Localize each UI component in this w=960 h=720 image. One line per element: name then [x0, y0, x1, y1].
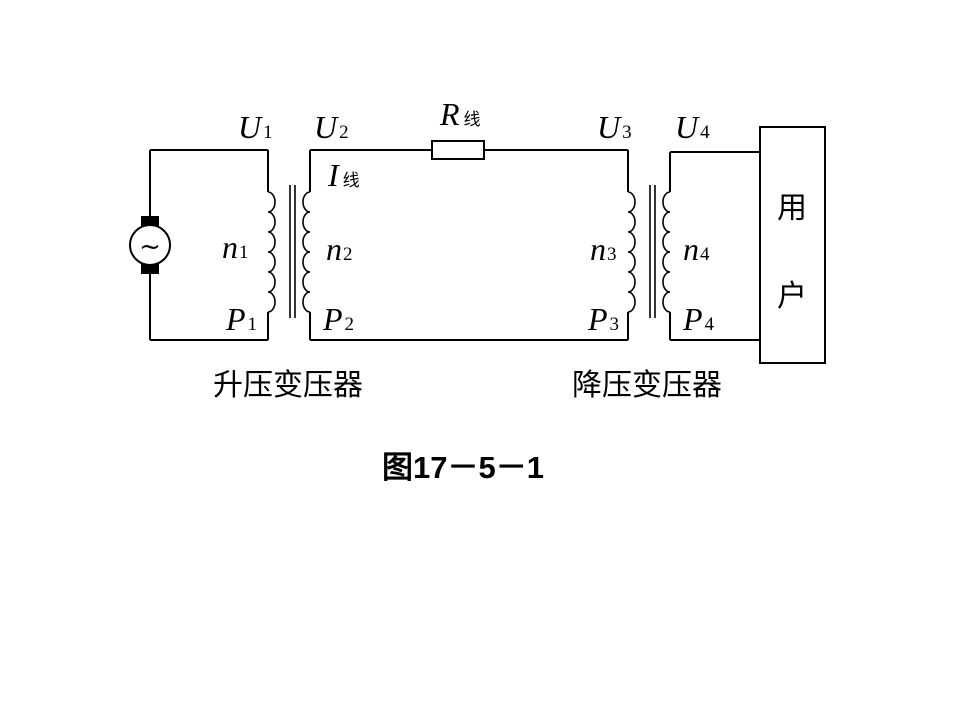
- step-down-transformer-label: 降压变压器: [572, 368, 722, 403]
- user-circuit: 用 户: [669, 126, 826, 364]
- step-up-transformer-label: 升压变压器: [213, 368, 363, 403]
- step-up-transformer: [267, 185, 311, 318]
- coil-primary-n1-icon: [267, 191, 276, 313]
- label-n4: n4: [683, 231, 710, 267]
- figure-caption: 图17－5－1: [382, 450, 544, 485]
- ac-generator: ~: [129, 216, 171, 274]
- transmission-line: [309, 140, 629, 341]
- label-n2: n2: [326, 231, 353, 267]
- user-box: [759, 126, 826, 364]
- generator-symbol: ~: [139, 232, 161, 262]
- user-box-char-1: 用: [777, 191, 807, 226]
- step-down-transformer: [627, 185, 671, 318]
- generator-circuit: [149, 149, 269, 341]
- coil-primary-n3-icon: [627, 191, 636, 313]
- generator-terminal-bottom: [141, 264, 159, 274]
- user-box-char-2: 户: [777, 279, 807, 314]
- coil-secondary-n2-icon: [302, 191, 311, 313]
- label-n1: n1: [222, 229, 249, 265]
- line-resistor-icon: [431, 140, 485, 160]
- coil-secondary-n4-icon: [662, 191, 671, 313]
- label-n3: n3: [590, 231, 617, 267]
- generator-icon: [129, 224, 171, 266]
- generator-terminal-top: [141, 216, 159, 226]
